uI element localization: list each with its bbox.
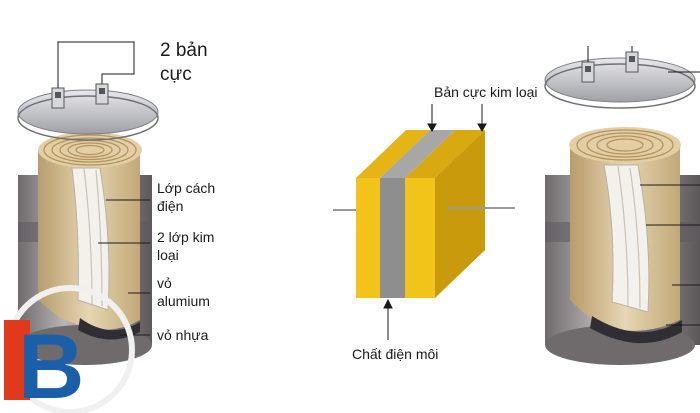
leader-lines-left (57, 41, 150, 336)
plate-arrows (383, 104, 487, 340)
parallel-plate-diagram (333, 104, 515, 340)
plate-back-front (405, 178, 435, 298)
plastic-liner (78, 318, 140, 340)
right-terminal-right (625, 51, 639, 73)
label-insulation-1: Lớp cách (157, 180, 215, 196)
right-terminal-left (581, 61, 595, 83)
label-insulation-2: điện (157, 198, 183, 214)
right-foil-layers (603, 164, 650, 313)
label-metal-layers-1: 2 lớp kim (157, 229, 214, 245)
terminal-right (95, 83, 109, 105)
label-terminals-2: cực (160, 64, 192, 85)
logo-letter: B (18, 316, 84, 413)
label-aluminum-case-2: alumium (157, 293, 210, 309)
label-terminals-1: 2 bản (160, 40, 208, 61)
label-dielectric: Chất điện môi (352, 346, 438, 362)
brand-logo: B (4, 285, 135, 413)
label-aluminum-case-1: vỏ (157, 275, 172, 291)
right-capacitor (544, 46, 700, 365)
label-plastic-case: vỏ nhựa (157, 327, 209, 343)
plate-front-front (356, 178, 380, 298)
plate-back-side (435, 130, 485, 298)
label-metal-layers-2: loại (157, 247, 179, 263)
plate-front-top (356, 130, 430, 178)
label-metal-plate: Bản cực kim loại (434, 84, 538, 100)
left-capacitor (17, 41, 159, 365)
plate-back-top (405, 130, 485, 178)
dielectric-front (380, 178, 405, 298)
right-leader-lines (587, 46, 700, 326)
terminal-left (51, 87, 65, 109)
logo-red-shape (4, 320, 30, 400)
dielectric-top (380, 130, 455, 178)
